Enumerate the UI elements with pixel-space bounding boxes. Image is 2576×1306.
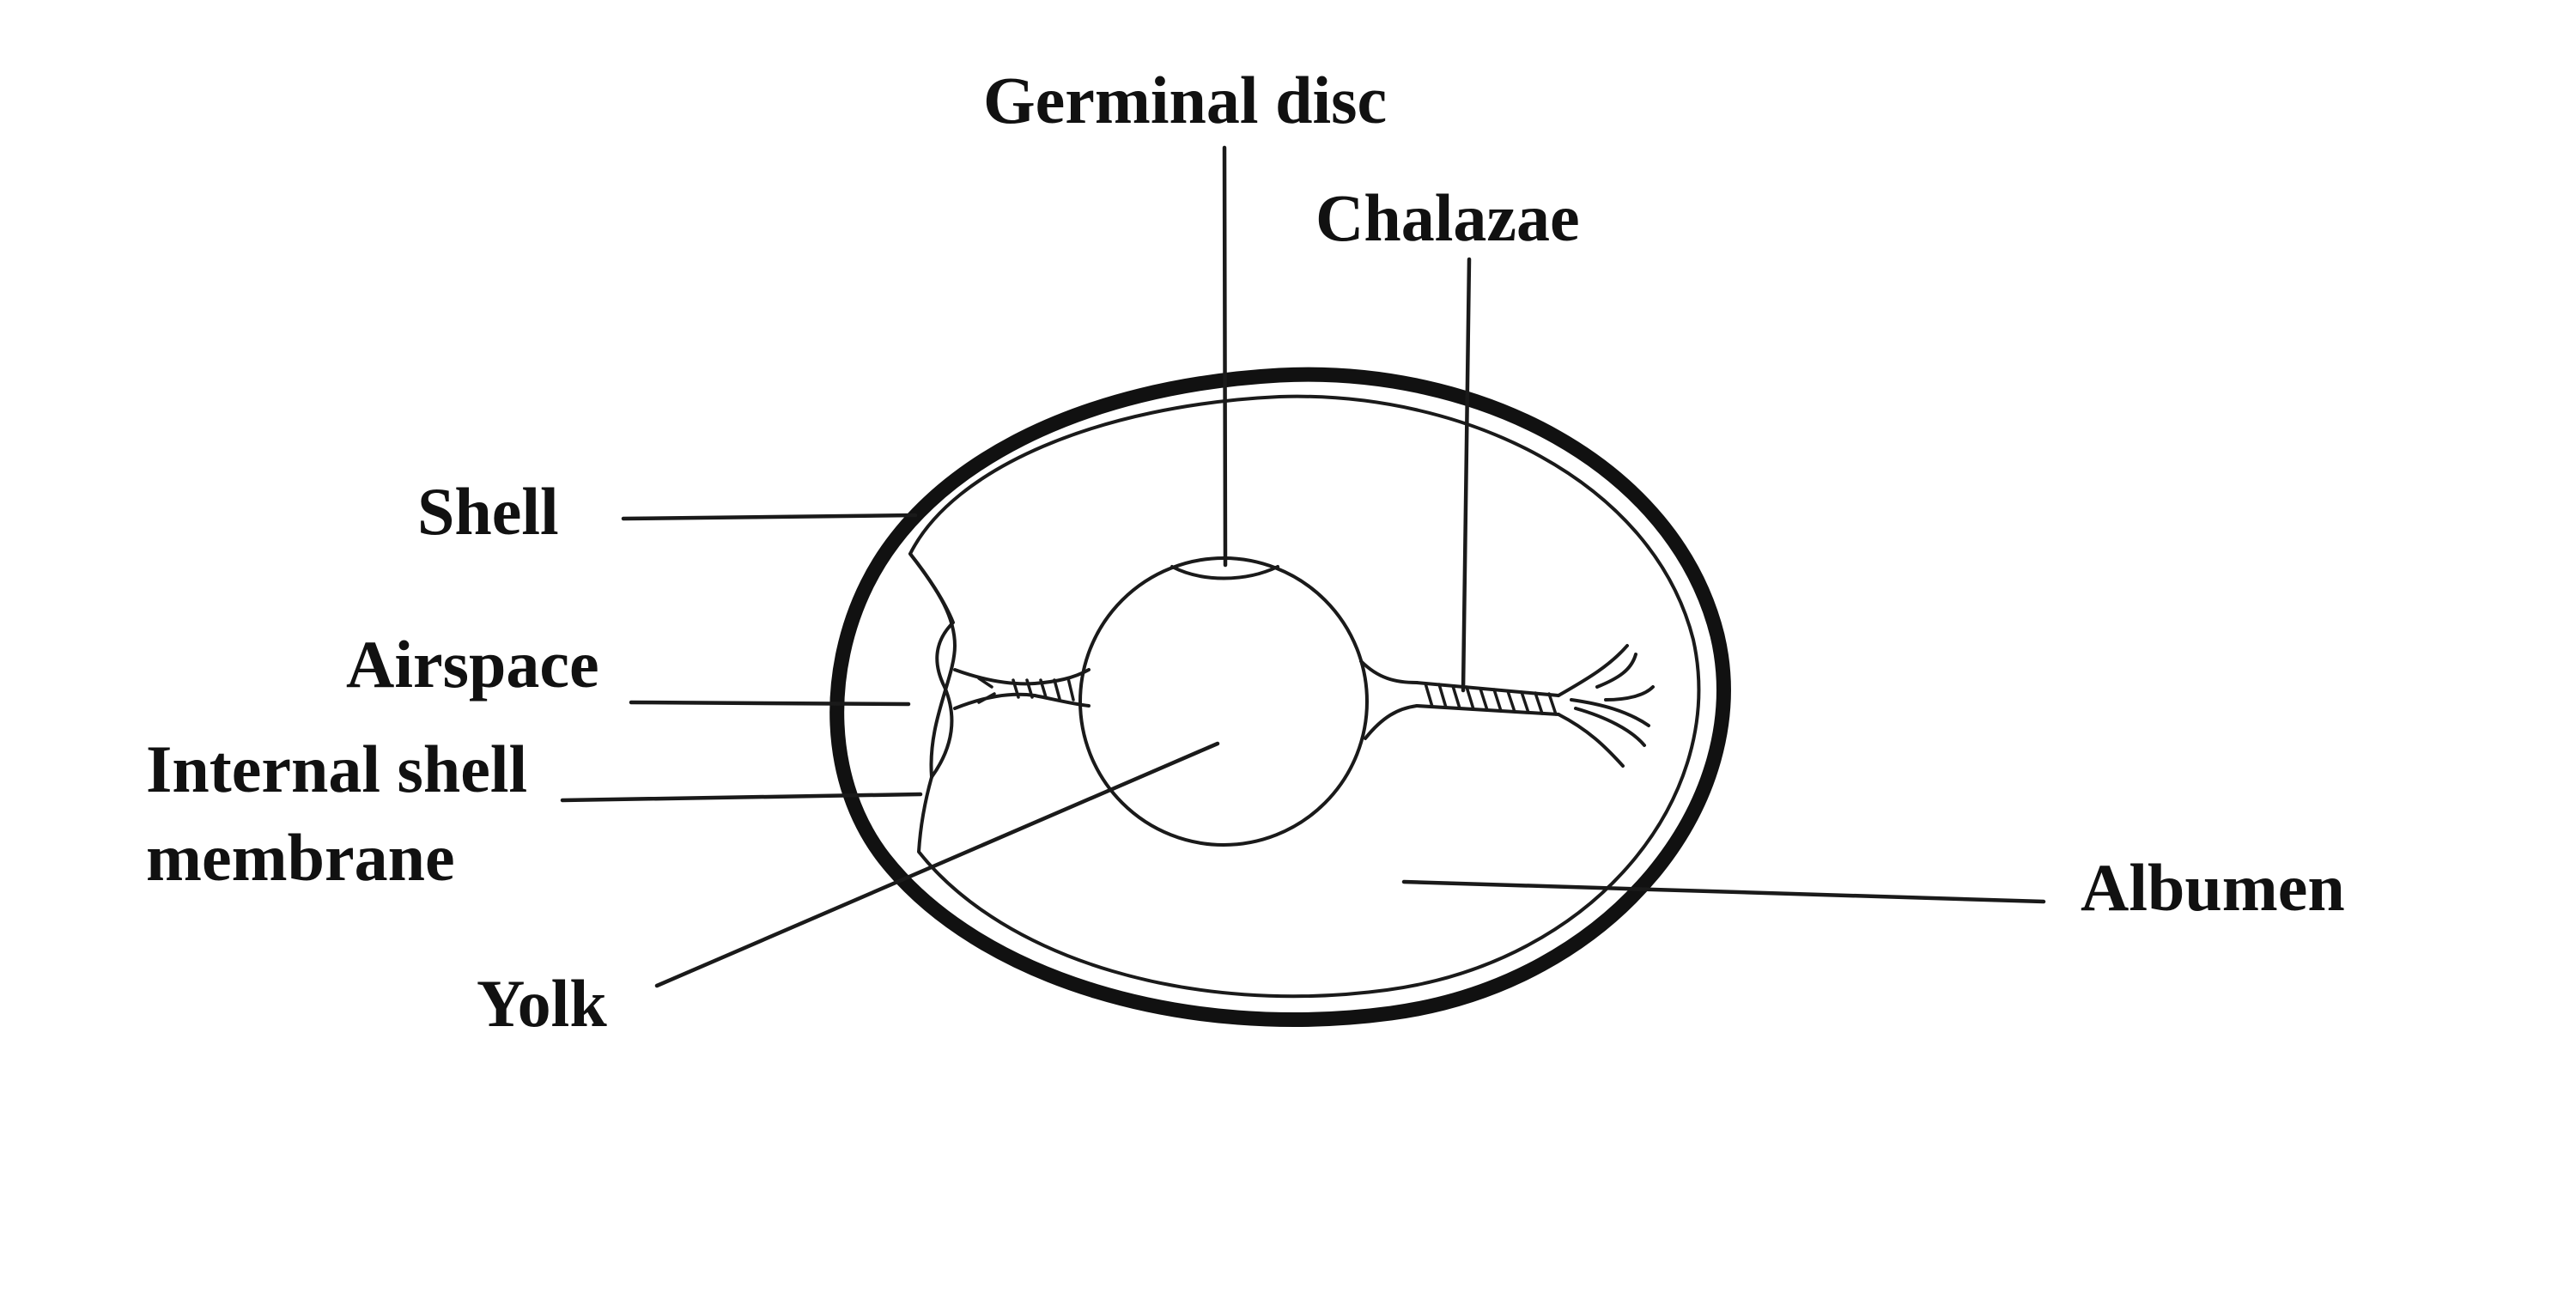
leader-airspace <box>629 700 911 707</box>
leader-yolk <box>654 741 1220 988</box>
label-chalazae: Chalazae <box>1315 180 1580 255</box>
left-chalaza <box>953 668 1091 710</box>
yolk-sphere <box>1078 556 1369 847</box>
label-internal-shell-membrane-line1: Internal shell <box>146 732 527 806</box>
leader-internal-shell-membrane <box>560 792 923 803</box>
label-germinal-disc: Germinal disc <box>983 63 1387 137</box>
label-shell: Shell <box>417 474 559 549</box>
airspace-boundary <box>908 552 957 779</box>
germinal-disc <box>1170 565 1279 580</box>
label-yolk: Yolk <box>477 966 607 1041</box>
leader-germinal-disc <box>1222 145 1228 568</box>
leader-shell <box>621 513 918 521</box>
label-albumen: Albumen <box>2081 850 2345 925</box>
label-internal-shell-membrane-line2: membrane <box>146 820 455 895</box>
leader-chalazae <box>1461 257 1472 693</box>
label-airspace: Airspace <box>346 627 599 702</box>
right-chalaza <box>1359 644 1655 768</box>
egg-shell <box>829 367 1731 1028</box>
leader-albumen <box>1401 879 2046 904</box>
